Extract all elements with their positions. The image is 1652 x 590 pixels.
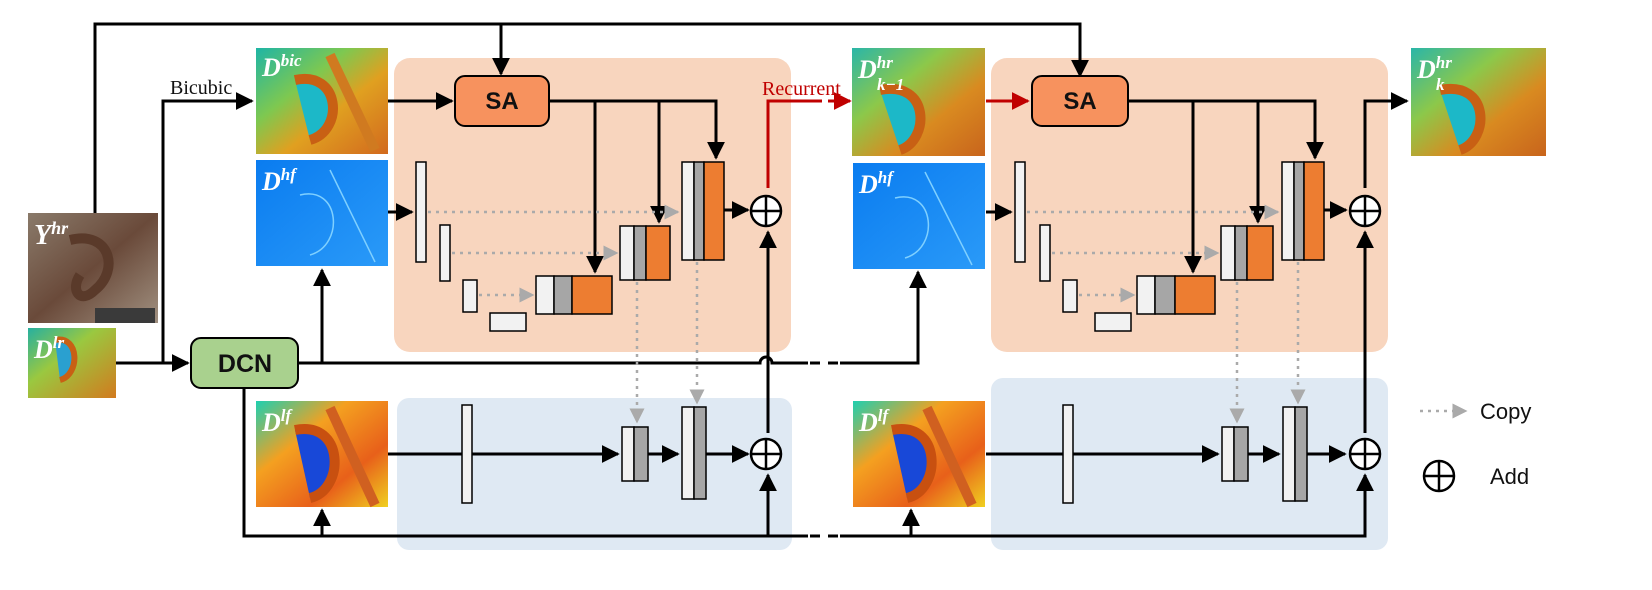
d-k-sup: hr <box>1436 53 1452 72</box>
orange-panel-right <box>991 58 1388 352</box>
svg-text:Yhr: Yhr <box>34 218 69 251</box>
y-hr-base: Y <box>34 220 54 251</box>
d-hf-image-1: Dhf <box>256 160 388 266</box>
out-to-dk <box>1363 92 1409 188</box>
recurrent-label: Recurrent <box>762 78 841 100</box>
svg-text:Dbic: Dbic <box>261 51 302 82</box>
bicubic-label: Bicubic <box>170 77 232 99</box>
lf-branch-right <box>986 262 1347 504</box>
lf-branch-left <box>388 262 750 504</box>
d-lr-sup: lr <box>53 333 65 352</box>
svg-text:Dhf: Dhf <box>858 168 895 199</box>
copy-legend-label: Copy <box>1480 399 1531 424</box>
d-k-image: Dhr k <box>1411 48 1546 156</box>
dcn-bottom-line <box>242 388 808 538</box>
d-lf-image-1: Dlf <box>256 401 388 508</box>
d-k-base: D <box>1416 55 1436 84</box>
y-hr-sup: hr <box>51 218 69 238</box>
blue-panel-left <box>397 398 792 550</box>
blue-panel-right <box>991 378 1388 550</box>
d-lf-image-2: Dlf <box>853 401 985 508</box>
d-hf-2-sup: hf <box>878 168 895 187</box>
add-icon-lf-left <box>749 437 783 471</box>
dcn-out-line-2 <box>840 270 927 365</box>
d-lr-image: Dlr <box>28 328 116 398</box>
legend: Copy Add <box>1420 399 1531 493</box>
add-icon-hf-right <box>1348 194 1382 228</box>
d-lf-2-base: D <box>858 408 878 437</box>
svg-text:Dlf: Dlf <box>858 406 891 437</box>
dcn-out-line <box>298 355 808 365</box>
hf-branch-left: SA <box>388 75 750 332</box>
d-k-1-sub: k−1 <box>877 75 904 94</box>
top-feedback-line <box>93 22 1089 213</box>
dcn-box <box>190 337 299 389</box>
d-k-1-base: D <box>857 55 877 84</box>
d-k-1-sup: hr <box>877 53 893 72</box>
ellipsis-dashes <box>810 361 840 538</box>
dcn-label: DCN <box>218 350 272 378</box>
d-hf-2-base: D <box>858 170 878 199</box>
d-lf-1-base: D <box>261 408 281 437</box>
svg-text:Dlr: Dlr <box>33 333 65 364</box>
add-icon-lf-right <box>1348 437 1382 471</box>
d-k-sub: k <box>1436 75 1445 94</box>
d-lr-base: D <box>33 335 53 364</box>
bicubic-line <box>161 92 254 363</box>
d-bic-image: Dbic <box>256 48 388 154</box>
d-hf-image-2: Dhf <box>853 163 985 269</box>
svg-text:Dhf: Dhf <box>261 165 298 196</box>
sa-label-right: SA <box>1063 88 1096 115</box>
orange-panel-left <box>394 58 791 352</box>
d-lf-1-sup: lf <box>281 406 294 425</box>
recurrent-line <box>766 99 812 188</box>
add-icon-hf-left <box>749 194 783 228</box>
add-legend-label: Add <box>1490 464 1529 489</box>
d-bic-sup: bic <box>281 51 302 70</box>
add-legend-icon <box>1422 459 1456 493</box>
d-hf-1-sup: hf <box>281 165 298 184</box>
dcn-bottom-line-2 <box>840 473 1374 538</box>
d-hf-1-base: D <box>261 167 281 196</box>
d-bic-base: D <box>261 53 281 82</box>
d-k-minus-1-image: Dhr k−1 <box>852 48 985 156</box>
d-lf-2-sup: lf <box>878 406 891 425</box>
svg-text:Dlf: Dlf <box>261 406 294 437</box>
sa-label-left: SA <box>485 88 518 115</box>
y-hr-image: Yhr <box>28 213 158 323</box>
hf-branch-right: SA <box>986 75 1348 332</box>
